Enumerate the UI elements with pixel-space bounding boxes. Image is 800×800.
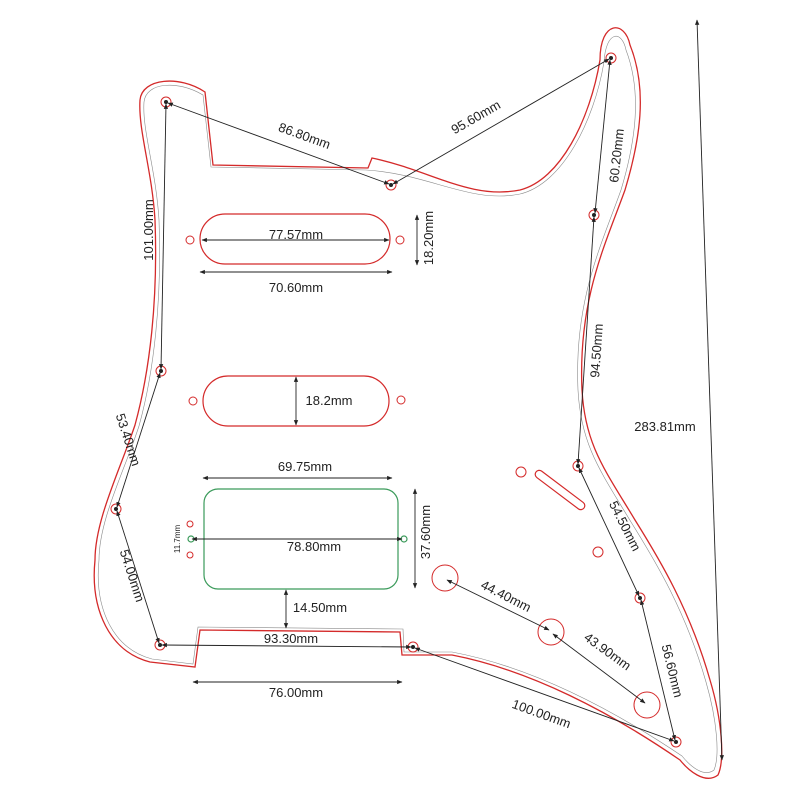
switch-screw-hole [592,546,604,558]
dim-label: 78.80mm [287,539,341,554]
dim-label: 70.60mm [269,280,323,295]
switch-slot [534,469,586,511]
dim-label: 101.00mm [141,199,156,260]
dim-label: 93.30mm [264,631,318,646]
dim-label: 18.20mm [421,211,436,265]
control-knob-hole [633,691,661,719]
control-knob-hole [431,564,459,592]
dim-label: 14.50mm [293,600,347,615]
dim-label: 283.81mm [634,419,695,434]
dimension-labels: 86.80mm 95.60mm 60.20mm 101.00mm 77.57mm… [113,97,696,731]
dim-label: 53.40mm [113,412,144,468]
dim-label: 43.90mm [581,629,634,673]
dim-label: 76.00mm [269,685,323,700]
dim-label: 86.80mm [277,119,333,152]
dim-label: 60.20mm [606,128,627,183]
dim-label: 11.7mm [173,525,182,554]
dim-label: 77.57mm [269,227,323,242]
dim-label: 37.60mm [418,505,433,559]
dim-label: 54.00mm [117,548,148,604]
dim-label: 18.2mm [306,393,353,408]
dim-label: 69.75mm [278,459,332,474]
control-knob-hole [537,618,565,646]
dimension-lines [116,19,724,761]
middle-pickup-route [188,375,406,427]
dim-label: 95.60mm [449,97,503,137]
switch-screw-hole [515,466,527,478]
dim-label: 94.50mm [587,323,606,378]
